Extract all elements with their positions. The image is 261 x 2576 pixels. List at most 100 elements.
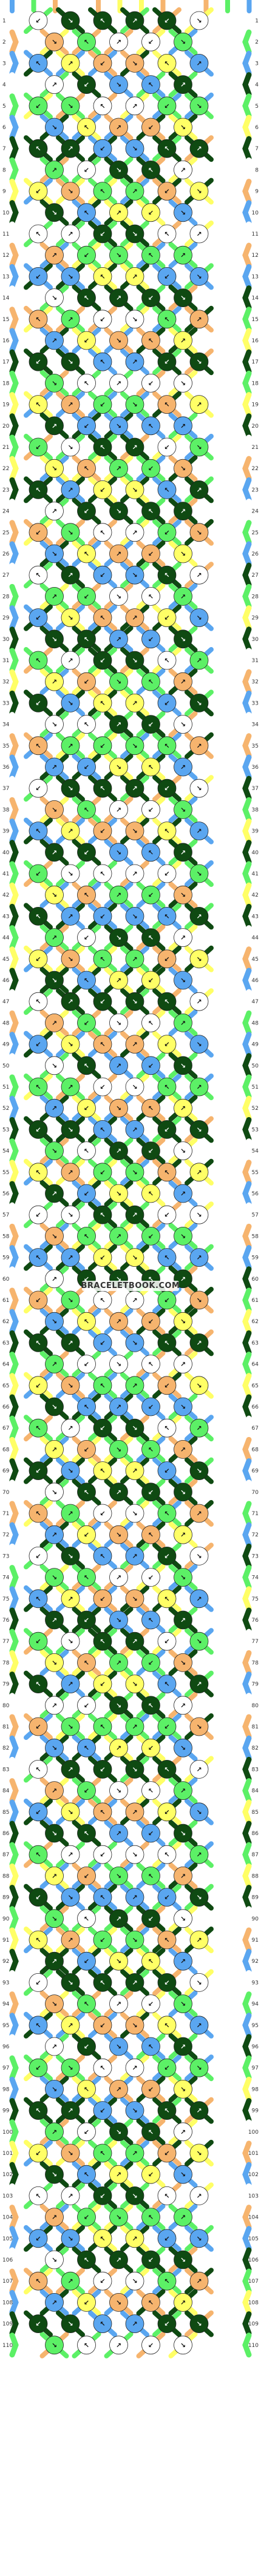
knot [174, 1781, 192, 1801]
knot [45, 416, 64, 436]
knot [174, 1439, 192, 1459]
side-string [9, 1948, 19, 1974]
knot [29, 736, 48, 755]
knot [45, 1184, 64, 1203]
knot [174, 928, 192, 947]
row-number: 37 [2, 786, 9, 792]
knot-arrow: ↗ [180, 1104, 186, 1112]
knot-arrow: ↗ [180, 1702, 186, 1710]
knot [174, 32, 192, 51]
knot-arrow: ↘ [196, 1552, 202, 1560]
knot-arrow: ↘ [180, 1232, 186, 1240]
knot-arrow: ↙ [164, 102, 169, 110]
knot-arrow: ↘ [52, 1147, 57, 1155]
row-number: 54 [2, 1149, 10, 1155]
knot [93, 2058, 112, 2077]
knot-arrow: ↙ [164, 870, 169, 878]
knot-arrow: ↘ [116, 251, 121, 259]
knot [174, 1482, 192, 1502]
knot [109, 2037, 128, 2056]
knot [141, 800, 160, 819]
knot-arrow: ↗ [116, 721, 121, 729]
knot [141, 1098, 160, 1118]
knot [141, 1610, 160, 1630]
row-number: 24 [252, 509, 259, 515]
knot-arrow: ↖ [164, 230, 169, 238]
side-string [242, 1927, 252, 1953]
knot-arrow: ↘ [196, 2235, 202, 2243]
knot-arrow: ↖ [100, 102, 105, 110]
knot-arrow: ↗ [196, 230, 202, 238]
knot [77, 1824, 96, 1843]
knot [77, 1738, 96, 1758]
knot-arrow: ↘ [52, 1744, 57, 1752]
knot [141, 1696, 160, 1715]
knot [45, 1994, 64, 2014]
knot [77, 374, 96, 393]
row-number: 14 [2, 296, 10, 302]
side-string [242, 2332, 252, 2358]
side-string [242, 2205, 252, 2230]
side-string [242, 1948, 252, 1974]
side-string [9, 840, 19, 865]
knot [174, 2165, 192, 2184]
knot [109, 2165, 128, 2184]
knot [109, 1397, 128, 1416]
row-number: 105 [2, 2236, 13, 2242]
knot-arrow: ↙ [100, 486, 105, 494]
side-string [9, 2140, 19, 2166]
knot [141, 1994, 160, 2014]
knot-arrow: ↘ [132, 145, 137, 153]
side-string [242, 712, 252, 737]
knot-arrow: ↙ [84, 251, 89, 259]
knot-arrow: ↙ [148, 1744, 154, 1752]
knot-arrow: ↗ [196, 571, 202, 579]
knot-arrow: ↗ [196, 828, 202, 835]
knot-arrow: ↙ [35, 1467, 41, 1475]
knot-arrow: ↙ [148, 721, 154, 729]
row-number: 76 [252, 1618, 259, 1624]
knot [189, 2101, 209, 2120]
knot-arrow: ↙ [148, 550, 154, 558]
knot [157, 54, 177, 73]
knot [45, 2335, 64, 2355]
row-number: 86 [2, 1831, 10, 1837]
knot [125, 96, 144, 116]
knot [157, 11, 177, 30]
side-string [242, 242, 252, 268]
knot [157, 1973, 177, 1992]
knot-arrow: ↗ [67, 1681, 73, 1688]
side-string [242, 1586, 252, 1612]
knot-arrow: ↗ [196, 1254, 202, 1262]
side-string [242, 2034, 252, 2059]
knot-arrow: ↖ [100, 358, 105, 366]
knot [93, 1888, 112, 1907]
knot-arrow: ↖ [35, 912, 41, 920]
knot [174, 800, 192, 819]
knot-arrow: ↗ [196, 401, 202, 409]
row-number: 24 [2, 509, 10, 515]
knot [189, 1248, 209, 1267]
row-number: 15 [252, 317, 259, 323]
side-string [9, 413, 19, 439]
row-number: 27 [2, 573, 9, 579]
knot [77, 1312, 96, 1331]
row-number: 43 [2, 914, 9, 920]
side-string [242, 903, 252, 929]
knot-arrow: ↙ [100, 145, 105, 153]
knot-arrow: ↗ [52, 251, 57, 259]
knot-arrow: ↙ [100, 1339, 105, 1347]
knot-arrow: ↗ [116, 806, 121, 814]
side-string [242, 541, 252, 566]
knot-arrow: ↖ [35, 1510, 41, 1518]
knot [109, 800, 128, 819]
knot [29, 1973, 48, 1992]
side-string [9, 1756, 19, 1782]
knot [45, 587, 64, 606]
knot [29, 608, 48, 627]
knot [174, 1653, 192, 1672]
knot [157, 2143, 177, 2163]
knot-arrow: ↘ [196, 1979, 202, 1987]
knot-arrow: ↘ [180, 2256, 186, 2264]
knot [61, 1589, 80, 1608]
